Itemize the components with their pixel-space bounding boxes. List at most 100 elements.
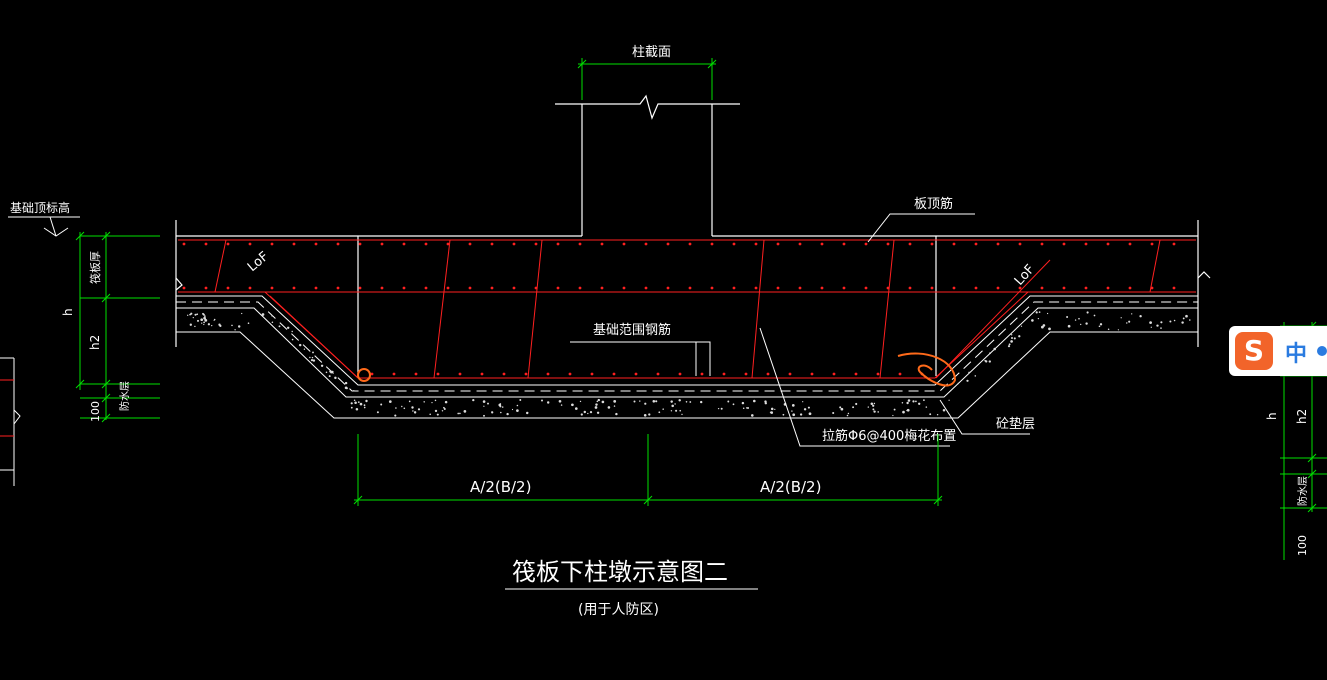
hatch-dot xyxy=(752,399,756,403)
rebar-dot xyxy=(1062,286,1066,290)
hatch-dot xyxy=(1008,343,1011,346)
hatch-dot xyxy=(893,408,896,411)
elevation-marker xyxy=(8,216,80,237)
hatch-dot xyxy=(655,400,658,403)
hatch-dot xyxy=(596,400,599,403)
bottom-dimension xyxy=(353,434,943,506)
rebar-dot xyxy=(952,242,956,246)
rebar-dot xyxy=(810,372,814,376)
hatch-dot xyxy=(363,404,366,407)
rebar-dot xyxy=(886,242,890,246)
rebar-dot xyxy=(204,242,208,246)
rebar-dot xyxy=(490,286,494,290)
hatch-dot xyxy=(873,402,876,405)
bottom-rebar-line xyxy=(215,291,1160,379)
rebar-dot xyxy=(270,242,274,246)
hatch-dot xyxy=(325,371,328,374)
ime-toolbar[interactable]: S 中 xyxy=(1229,326,1327,376)
slab-thickness-label: 筏板厚 xyxy=(88,251,102,284)
left-edge-fragment xyxy=(0,357,21,486)
hatch-dot xyxy=(457,412,460,415)
ime-status-icon[interactable] xyxy=(1317,346,1327,356)
hatch-dot xyxy=(1080,323,1082,326)
hatch-dot xyxy=(855,402,858,406)
rebar-dot xyxy=(402,286,406,290)
rebar-dot xyxy=(1106,286,1110,290)
hatch-dot xyxy=(1099,323,1103,326)
hatch-dot xyxy=(196,313,199,316)
dim-half-left-label: A/2(B/2) xyxy=(470,478,531,496)
rebar-dot xyxy=(820,242,824,246)
hatch-dot xyxy=(482,400,486,403)
hatch-dot xyxy=(200,318,204,322)
hatch-dot xyxy=(519,399,522,401)
rebar-dot xyxy=(490,242,494,246)
hatch-dot xyxy=(948,399,950,401)
rebar-dot xyxy=(534,286,538,290)
hatch-dot xyxy=(791,404,795,407)
hatch-dot xyxy=(431,402,433,404)
hatch-dot xyxy=(271,315,273,317)
rebar-dot xyxy=(1040,286,1044,290)
rebar-dot xyxy=(414,372,418,376)
rebar-dot xyxy=(358,286,362,290)
hatch-dot xyxy=(187,314,189,316)
hatch-dot xyxy=(902,410,905,414)
waterproof-layer-label: 防水层 xyxy=(118,381,131,411)
hatch-dot xyxy=(832,411,835,415)
rebar-dot xyxy=(590,372,594,376)
hatch-dot xyxy=(923,399,925,401)
leaders xyxy=(570,213,1030,447)
ime-language-toggle[interactable]: 中 xyxy=(1285,342,1308,367)
hatch-dot xyxy=(443,406,445,409)
rebar-dot xyxy=(666,242,670,246)
rebar-dot xyxy=(798,242,802,246)
sogou-logo-icon[interactable]: S xyxy=(1235,332,1273,370)
rebar-dot xyxy=(1128,242,1132,246)
rebar-dot xyxy=(524,372,528,376)
hatch-dot xyxy=(597,398,601,402)
hatch-dot xyxy=(310,359,314,362)
hatch-dot xyxy=(671,404,674,408)
hatch-dot xyxy=(558,399,562,403)
hatch-dot xyxy=(241,312,243,315)
rebar-dot xyxy=(854,372,858,376)
rebar-dot xyxy=(732,242,736,246)
hatch-dot xyxy=(247,322,250,325)
hatch-dot xyxy=(587,412,589,415)
hatch-dot xyxy=(658,411,661,414)
rebar-dot xyxy=(710,286,714,290)
rebar-dot xyxy=(568,372,572,376)
rebar-dot xyxy=(226,242,230,246)
rebar-dot xyxy=(908,286,912,290)
hatch-dot xyxy=(906,401,909,405)
hatch-dot xyxy=(1139,315,1142,318)
hatch-dot xyxy=(501,406,504,408)
hatch-dot xyxy=(211,324,213,327)
rebar-dot xyxy=(634,372,638,376)
hatch-dot xyxy=(764,400,767,403)
cushion-layer-label: 砼垫层 xyxy=(996,416,1035,432)
hatch-dot xyxy=(846,414,849,417)
hatch-dot xyxy=(412,410,414,412)
hatch-dot xyxy=(546,401,550,404)
hatch-dot xyxy=(583,410,587,414)
hatch-dot xyxy=(1085,322,1088,325)
hatch-dot xyxy=(840,407,844,411)
hatch-dot xyxy=(1173,319,1176,322)
hatch-dot xyxy=(1010,340,1013,343)
rebar-dot xyxy=(656,372,660,376)
rebar-dot xyxy=(864,286,868,290)
hatch-dot xyxy=(966,379,969,382)
hatch-dot xyxy=(526,411,529,415)
rebar-dot xyxy=(458,372,462,376)
rebar-dot xyxy=(292,286,296,290)
hatch-dot xyxy=(993,347,996,351)
rebar-dot xyxy=(512,242,516,246)
hatch-dot xyxy=(1007,345,1011,348)
rebar-dot xyxy=(1040,242,1044,246)
hatch-dot xyxy=(607,406,611,409)
hatch-dot xyxy=(774,408,776,411)
hatch-dot xyxy=(674,403,676,405)
